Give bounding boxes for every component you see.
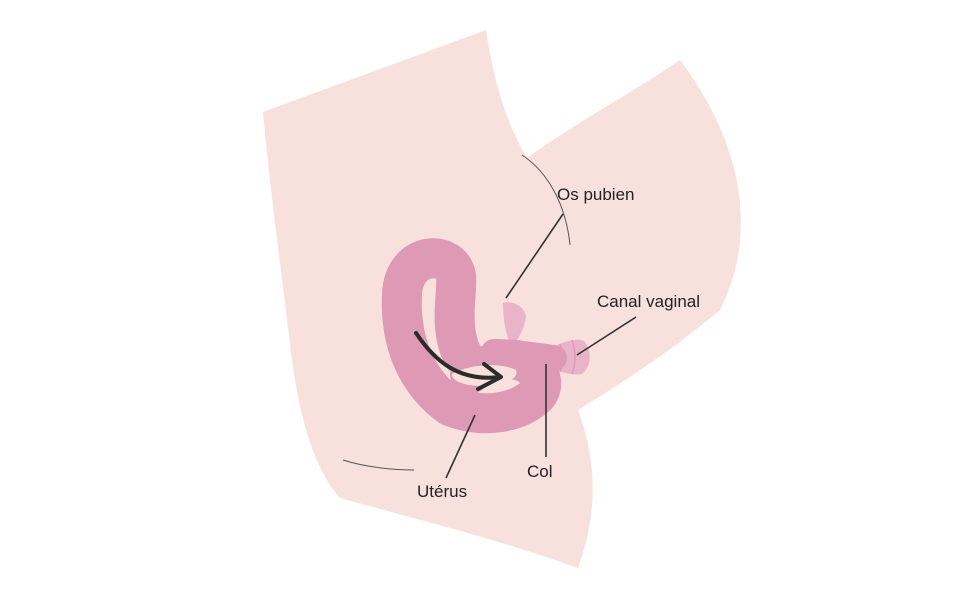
label-os-pubien: Os pubien bbox=[557, 185, 635, 204]
skin-fold-line bbox=[342, 459, 415, 471]
leader-line-canal-vaginal bbox=[576, 316, 637, 356]
label-canal-vaginal: Canal vaginal bbox=[597, 292, 701, 311]
label-uterus: Utérus bbox=[417, 482, 468, 501]
leader-line-uterus bbox=[445, 414, 476, 479]
label-col: Col bbox=[527, 462, 553, 481]
arrow-head bbox=[476, 362, 503, 391]
pubic-tissue bbox=[503, 302, 526, 346]
uterus-inner-cavity bbox=[452, 365, 517, 386]
pubic-bone-contour bbox=[521, 154, 571, 246]
uterus-neck bbox=[481, 339, 567, 371]
body-silhouette bbox=[263, 30, 741, 568]
curved-arrow bbox=[414, 331, 502, 380]
leader-line-os-pubien bbox=[505, 213, 564, 299]
